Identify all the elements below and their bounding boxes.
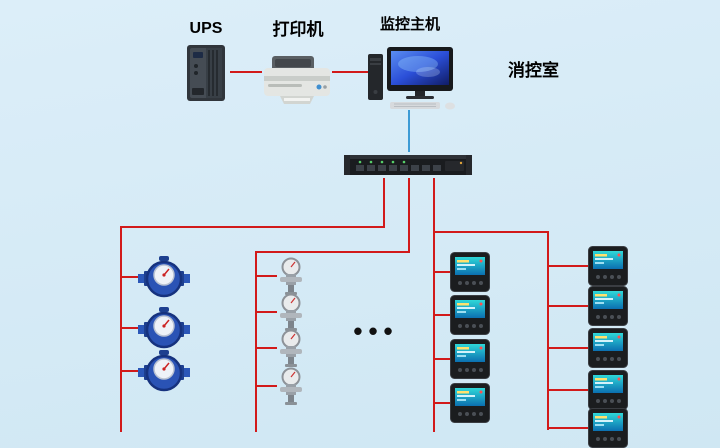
switch-drop-left [383, 178, 385, 227]
stub-line [255, 385, 277, 387]
power-meter-icon [588, 286, 628, 326]
bus-mid [255, 251, 410, 253]
power-meter-icon [450, 383, 490, 423]
printer-label: 打印机 [272, 20, 324, 39]
monitor-host-device [366, 46, 458, 110]
bus-left [120, 226, 385, 228]
water-meter-icon [138, 307, 190, 349]
stub-line [549, 389, 588, 391]
monitor-host-label: 监控主机 [379, 16, 440, 33]
power-meter-device [450, 339, 490, 379]
power-meter-device [588, 286, 628, 326]
small-meter-icon [277, 329, 305, 367]
printer-icon [262, 54, 332, 106]
stub-line [435, 358, 450, 360]
power-meter-icon [588, 370, 628, 410]
stub-line [549, 265, 588, 267]
power-meter-device [588, 246, 628, 286]
power-meter-icon [588, 328, 628, 368]
water-meter-device [138, 256, 190, 298]
switch-drop-right-riser [433, 178, 435, 432]
cable-ups-printer [230, 71, 262, 73]
more-devices-ellipsis: ••• [353, 316, 399, 346]
water-meter-device [138, 350, 190, 392]
stub-line [120, 276, 140, 278]
stub-line [255, 347, 277, 349]
power-meter-device [450, 383, 490, 423]
power-meter-icon [450, 252, 490, 292]
power-meter-device [588, 370, 628, 410]
stub-line [435, 402, 450, 404]
stub-line [549, 305, 588, 307]
stub-line [120, 327, 140, 329]
power-meter-icon [588, 246, 628, 286]
power-meter-device [588, 328, 628, 368]
small-meter-icon [277, 257, 305, 295]
power-meter-device [450, 295, 490, 335]
small-meter-device [277, 257, 305, 295]
ups-label: UPS [189, 20, 223, 37]
stub-line [549, 427, 588, 429]
stub-line [435, 271, 450, 273]
small-meter-icon [277, 367, 305, 405]
stub-line [435, 314, 450, 316]
stub-line [549, 347, 588, 349]
control-room-label: 消控室 [508, 61, 559, 80]
switch-drop-mid [408, 178, 410, 253]
water-meter-device [138, 307, 190, 349]
ups-device [182, 44, 230, 102]
power-meter-icon [588, 408, 628, 448]
switch-device [344, 152, 472, 178]
cable-printer-host [332, 71, 368, 73]
riser-water-meters [120, 226, 122, 432]
small-meter-device [277, 329, 305, 367]
rack-switch-icon [344, 152, 472, 178]
power-meter-device [450, 252, 490, 292]
printer-device [262, 54, 332, 106]
riser-power-meters-right [547, 231, 549, 430]
ups-icon [182, 44, 230, 102]
small-meter-device [277, 367, 305, 405]
small-meter-icon [277, 293, 305, 331]
small-meter-device [277, 293, 305, 331]
power-meter-icon [450, 295, 490, 335]
computer-icon [366, 46, 458, 110]
water-meter-icon [138, 350, 190, 392]
cable-host-switch [408, 110, 410, 152]
bus-right [433, 231, 549, 233]
riser-small-meters [255, 251, 257, 432]
stub-line [120, 370, 140, 372]
stub-line [255, 311, 277, 313]
power-meter-icon [450, 339, 490, 379]
water-meter-icon [138, 256, 190, 298]
stub-line [255, 275, 277, 277]
power-meter-device [588, 408, 628, 448]
